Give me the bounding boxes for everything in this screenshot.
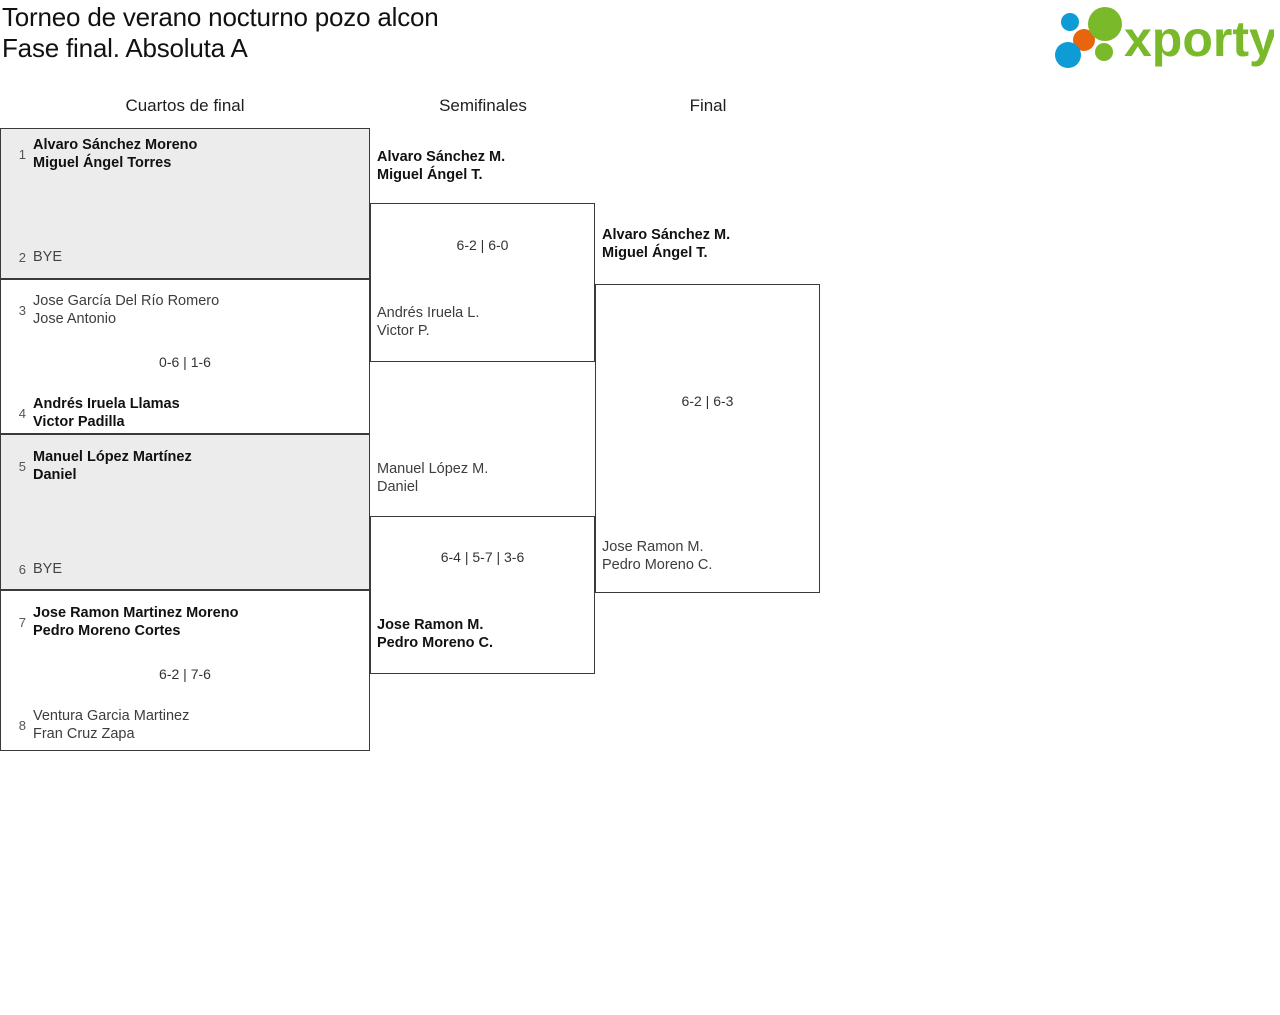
match-box-qf3[interactable] (0, 434, 370, 590)
score-final: 6-2 | 6-3 (681, 393, 734, 409)
team-qf3-bottom[interactable]: 6 BYE (4, 560, 62, 578)
column-header-semifinals: Semifinales (439, 96, 527, 115)
match-box-qf2[interactable] (0, 279, 370, 434)
team-qf2-bottom[interactable]: 4 Andrés Iruela Llamas Victor Padilla (4, 395, 180, 431)
team-sf1-top[interactable]: Alvaro Sánchez M. Miguel Ángel T. (377, 148, 505, 184)
logo-dot-blue-large (1055, 42, 1081, 68)
team-final-bottom[interactable]: Jose Ramon M. Pedro Moreno C. (602, 538, 712, 574)
seed-number: 7 (18, 614, 26, 630)
player-name: Fran Cruz Zapa (33, 726, 135, 742)
player-name: Manuel López M. (377, 461, 489, 477)
player-name: Miguel Ángel Torres (33, 155, 172, 171)
player-name: Andrés Iruela Llamas (33, 396, 180, 412)
match-box-qf1[interactable] (0, 128, 370, 279)
player-name: Jose Ramon M. (602, 539, 704, 555)
player-name: Jose Ramon M. (377, 617, 484, 633)
team-qf1-bottom[interactable]: 2 BYE (4, 248, 62, 266)
player-name: Ventura Garcia Martinez (33, 708, 190, 724)
column-header-quarterfinals: Cuartos de final (125, 96, 245, 115)
player-name: Alvaro Sánchez Moreno (33, 137, 198, 153)
player-name: Jose Ramon Martinez Moreno (33, 605, 239, 621)
seed-number: 3 (18, 302, 26, 318)
seed-number: 2 (18, 249, 26, 265)
tournament-name: Torneo de verano nocturno pozo alcon (2, 2, 439, 32)
player-name: Jose Antonio (33, 311, 117, 327)
team-qf3-top[interactable]: 5 Manuel López Martínez Daniel (4, 448, 192, 484)
team-sf2-bottom[interactable]: Jose Ramon M. Pedro Moreno C. (377, 616, 493, 652)
logo-dot-blue-small (1061, 13, 1079, 31)
tournament-phase: Fase final. Absoluta A (2, 33, 248, 63)
team-sf1-bottom[interactable]: Andrés Iruela L. Victor P. (377, 304, 479, 340)
match-box-final[interactable] (595, 284, 820, 593)
team-qf1-top[interactable]: 1 Alvaro Sánchez Moreno Miguel Ángel Tor… (4, 136, 198, 172)
score-qf4: 6-2 | 7-6 (159, 666, 211, 682)
player-name: Pedro Moreno C. (377, 635, 494, 651)
seed-number: 4 (18, 405, 26, 421)
score-sf2: 6-4 | 5-7 | 3-6 (440, 549, 525, 565)
team-qf4-bottom[interactable]: 8 Ventura Garcia Martinez Fran Cruz Zapa (4, 707, 190, 743)
page-title: Torneo de verano nocturno pozo alcon Fas… (2, 2, 439, 64)
player-name: Victor Padilla (33, 414, 125, 430)
player-name: Andrés Iruela L. (377, 305, 480, 321)
column-header-final: Final (689, 96, 727, 115)
seed-number: 1 (18, 146, 26, 162)
player-name: Alvaro Sánchez M. (377, 149, 506, 165)
score-sf1: 6-2 | 6-0 (456, 237, 509, 253)
player-name: Daniel (33, 467, 77, 483)
score-qf2: 0-6 | 1-6 (159, 354, 211, 370)
player-name: Daniel (377, 479, 419, 495)
team-qf4-top[interactable]: 7 Jose Ramon Martinez Moreno Pedro Moren… (4, 604, 239, 640)
match-box-sf1[interactable] (370, 203, 595, 362)
team-final-top[interactable]: Alvaro Sánchez M. Miguel Ángel T. (602, 226, 730, 262)
logo-dot-green-large (1088, 7, 1122, 41)
match-box-sf2[interactable] (370, 516, 595, 674)
page-header: Torneo de verano nocturno pozo alcon Fas… (0, 0, 1280, 90)
logo-dot-orange (1073, 29, 1095, 51)
player-name: Manuel López Martínez (33, 449, 192, 465)
logo-dot-green-small (1095, 43, 1113, 61)
player-name: Miguel Ángel T. (602, 245, 708, 261)
logo-wordmark: xporty (1124, 11, 1274, 67)
seed-number: 5 (18, 458, 26, 474)
player-name: Pedro Moreno Cortes (33, 623, 181, 639)
player-name: Jose García Del Río Romero (33, 293, 220, 309)
bye-label: BYE (33, 561, 63, 577)
team-sf2-top[interactable]: Manuel López M. Daniel (377, 460, 488, 496)
player-name: Victor P. (377, 323, 430, 339)
player-name: Miguel Ángel T. (377, 167, 483, 183)
player-name: Pedro Moreno C. (602, 557, 713, 573)
bye-label: BYE (33, 249, 63, 265)
xporty-logo[interactable]: xporty (1048, 6, 1274, 68)
team-qf2-top[interactable]: 3 Jose García Del Río Romero Jose Antoni… (4, 292, 219, 328)
player-name: Alvaro Sánchez M. (602, 227, 731, 243)
match-box-qf4[interactable] (0, 590, 370, 751)
seed-number: 6 (18, 561, 26, 577)
seed-number: 8 (18, 717, 26, 733)
